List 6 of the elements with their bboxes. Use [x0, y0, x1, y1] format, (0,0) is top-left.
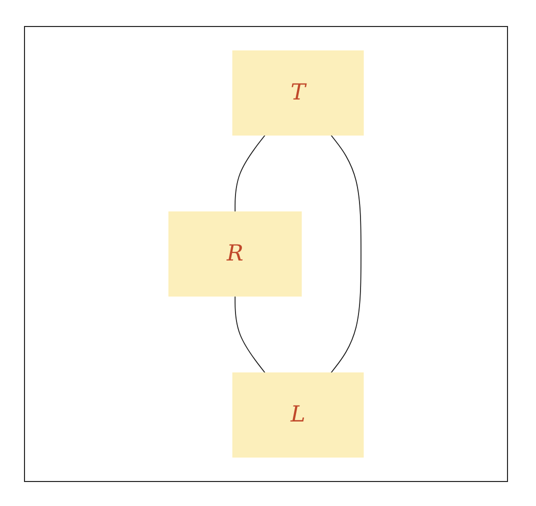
- connector: [234, 296, 266, 374]
- connector: [234, 134, 266, 212]
- node-box: R: [168, 211, 302, 297]
- connector: [330, 134, 362, 374]
- node-box: L: [232, 372, 364, 458]
- node-box: T: [232, 50, 364, 136]
